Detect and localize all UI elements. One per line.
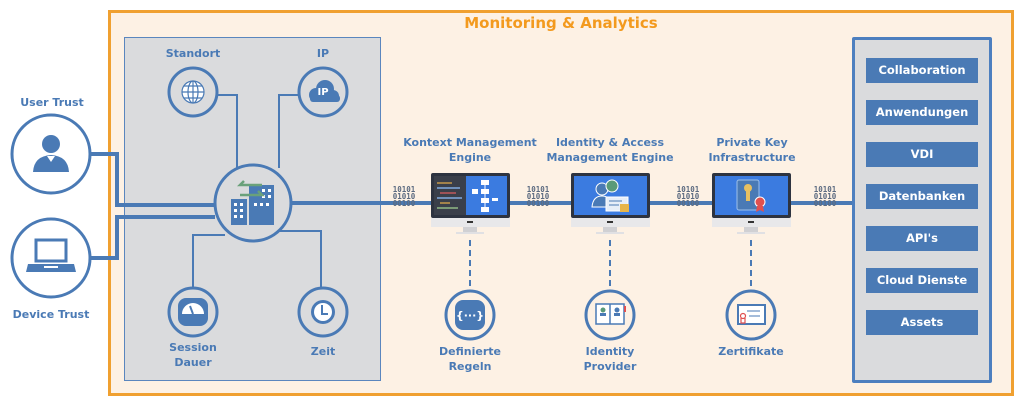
kontext-engine-label-line1: Kontext Management	[403, 136, 537, 149]
session-connector	[192, 234, 225, 290]
iam-engine-label-line2: Management Engine	[546, 151, 674, 164]
user-trust-node	[10, 113, 92, 195]
gauge-icon	[178, 298, 208, 326]
binary-line: 01010	[676, 192, 700, 201]
ip-badge-text: IP	[317, 87, 329, 98]
session-label-line1: Session	[169, 341, 217, 354]
binary-stream-2: 10101 01010 00100	[523, 185, 553, 208]
standort-connector	[218, 94, 238, 168]
binary-line: 01010	[813, 192, 837, 201]
binary-line: 01010	[526, 192, 550, 201]
device-trust-connector	[90, 215, 215, 260]
user-icon	[33, 135, 69, 172]
idp-label-line2: Provider	[583, 360, 637, 373]
resource-assets: Assets	[866, 310, 978, 335]
binary-line: 10101	[676, 185, 700, 194]
binary-line: 10101	[526, 185, 550, 194]
laptop-icon	[26, 238, 76, 272]
device-trust-label: Device Trust	[12, 308, 90, 321]
idp-label-line1: Identity	[585, 345, 635, 358]
resource-collaboration: Collaboration	[866, 58, 978, 83]
certificates-label: Zertifikate	[718, 345, 784, 358]
key-certificate-icon	[736, 179, 766, 212]
context-hub-node	[213, 163, 293, 243]
session-duration-node	[167, 286, 219, 338]
cloud-icon	[309, 80, 340, 102]
certificates-node	[725, 289, 777, 341]
users-lock-icon	[591, 179, 629, 212]
resource-datenbanken: Datenbanken	[866, 184, 978, 209]
kontext-engine-monitor	[431, 173, 510, 234]
ip-label: IP	[316, 47, 330, 60]
binary-line: 00100	[676, 199, 700, 208]
standort-node	[167, 66, 219, 118]
device-trust-node	[10, 217, 92, 299]
binary-line: 00100	[526, 199, 550, 208]
resource-anwendungen: Anwendungen	[866, 100, 978, 125]
binary-line: 10101	[813, 185, 837, 194]
binary-stream-4: 10101 01010 00100	[810, 185, 840, 208]
svg-text:{···}: {···}	[456, 309, 484, 322]
binary-line: 00100	[813, 199, 837, 208]
pki-label-line2: Infrastructure	[708, 151, 796, 164]
flowchart-icon	[472, 180, 498, 212]
iam-engine-monitor	[571, 173, 650, 234]
rules-node: {···}	[444, 289, 496, 341]
address-book-icon	[595, 303, 626, 325]
user-trust-connector	[90, 152, 215, 207]
pki-label-line1: Private Key	[716, 136, 788, 149]
building-exchange-icon	[231, 180, 274, 225]
resource-vdi: VDI	[866, 142, 978, 167]
binary-line: 01010	[392, 192, 416, 201]
binary-line: 10101	[392, 185, 416, 194]
iam-engine-label-line1: Identity & Access	[555, 136, 665, 149]
certificate-icon	[737, 304, 766, 325]
binary-stream-1: 10101 01010 00100	[389, 185, 419, 208]
clock-icon	[311, 300, 335, 324]
identity-provider-node	[584, 289, 636, 341]
time-node	[297, 286, 349, 338]
binary-line: 00100	[392, 199, 416, 208]
resource-apis: API's	[866, 226, 978, 251]
rules-label-line2: Regeln	[448, 360, 492, 373]
zeit-label: Zeit	[310, 345, 336, 358]
user-trust-label: User Trust	[20, 96, 84, 109]
rules-label-line1: Definierte	[439, 345, 501, 358]
code-editor-icon	[437, 182, 462, 209]
diagram-title: Monitoring & Analytics	[464, 14, 658, 32]
zeit-connector	[270, 230, 322, 290]
standort-label: Standort	[165, 47, 221, 60]
ip-node	[297, 66, 349, 118]
kontext-engine-label-line2: Engine	[448, 151, 492, 164]
braces-icon	[455, 300, 485, 330]
globe-icon	[181, 80, 205, 104]
binary-stream-3: 10101 01010 00100	[673, 185, 703, 208]
resource-cloud-dienste: Cloud Dienste	[866, 268, 978, 293]
session-label-line2: Dauer	[174, 356, 212, 369]
pki-monitor	[712, 173, 791, 234]
ip-connector	[278, 94, 300, 168]
